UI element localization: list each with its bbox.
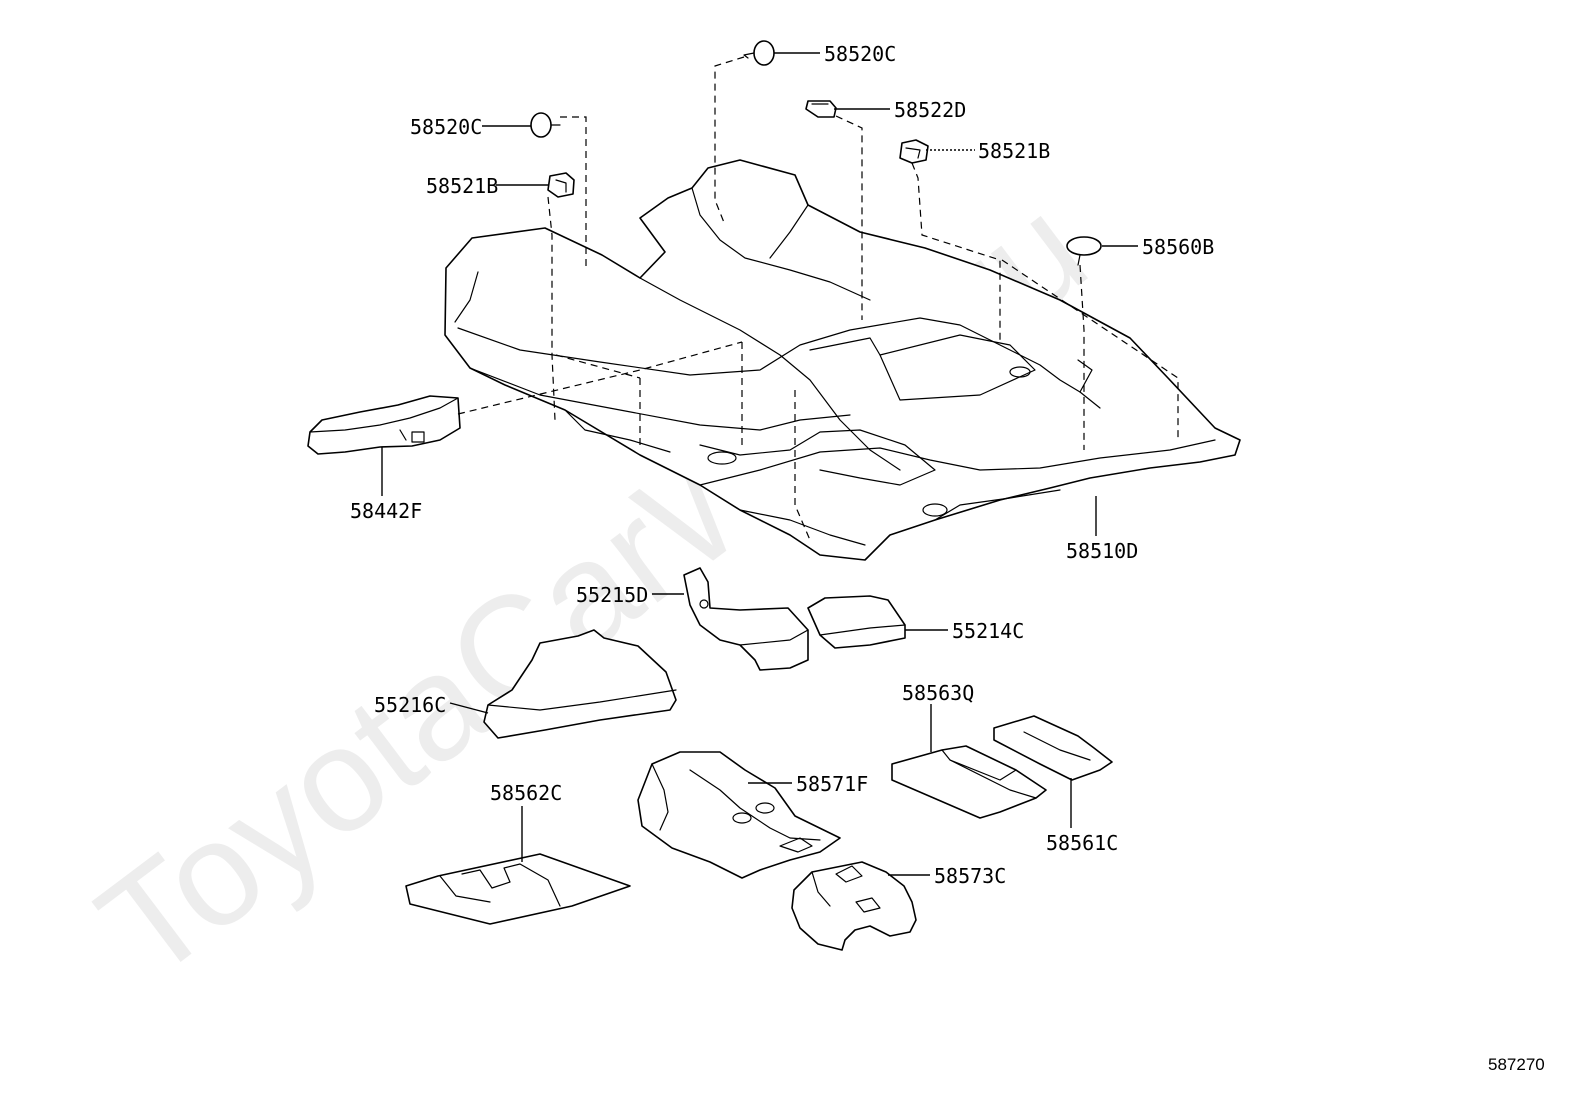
plug-58520c-top-icon xyxy=(743,40,775,66)
part-label-58560b: 58560B xyxy=(1142,235,1214,259)
assembly-lines xyxy=(457,56,1179,541)
clip-58521b-left-icon xyxy=(547,172,575,198)
part-label-58561c: 58561C xyxy=(1046,831,1118,855)
pad-55215d xyxy=(683,567,809,671)
clip-58522d-icon xyxy=(805,100,837,118)
floor-carpet-58510d xyxy=(444,159,1241,561)
part-label-58562c: 58562C xyxy=(490,781,562,805)
part-label-58573c: 58573C xyxy=(934,864,1006,888)
part-label-58521b-right: 58521B xyxy=(978,139,1050,163)
part-label-55214c: 55214C xyxy=(952,619,1024,643)
part-labels: 58520C 58522D 58520C 58521B 58521B 58560… xyxy=(350,42,1214,888)
silencer-58573c xyxy=(791,861,917,951)
pad-55216c xyxy=(483,629,677,739)
part-label-55216c: 55216C xyxy=(374,693,446,717)
silencer-58561c xyxy=(993,715,1113,781)
silencer-58571f xyxy=(637,751,841,879)
part-label-55215d: 55215D xyxy=(576,583,648,607)
console-pad-58442f xyxy=(307,395,461,455)
part-label-58571f: 58571F xyxy=(796,772,868,796)
part-label-58563q: 58563Q xyxy=(902,681,974,705)
part-label-58521b-left: 58521B xyxy=(426,174,498,198)
leader-lines xyxy=(381,52,1138,876)
silencer-58562c xyxy=(405,853,631,925)
part-label-58510d: 58510D xyxy=(1066,539,1138,563)
part-label-58442f: 58442F xyxy=(350,499,422,523)
silencer-58563q xyxy=(891,745,1047,819)
part-label-58520c-top: 58520C xyxy=(824,42,896,66)
part-label-58520c-left: 58520C xyxy=(410,115,482,139)
pad-55214c xyxy=(807,595,906,649)
plug-58520c-left-icon xyxy=(530,112,561,138)
part-label-58522d: 58522D xyxy=(894,98,966,122)
figure-number: 587270 xyxy=(1488,1055,1545,1074)
clip-58521b-right-icon xyxy=(899,139,929,164)
plug-58560b-icon xyxy=(1066,236,1102,266)
